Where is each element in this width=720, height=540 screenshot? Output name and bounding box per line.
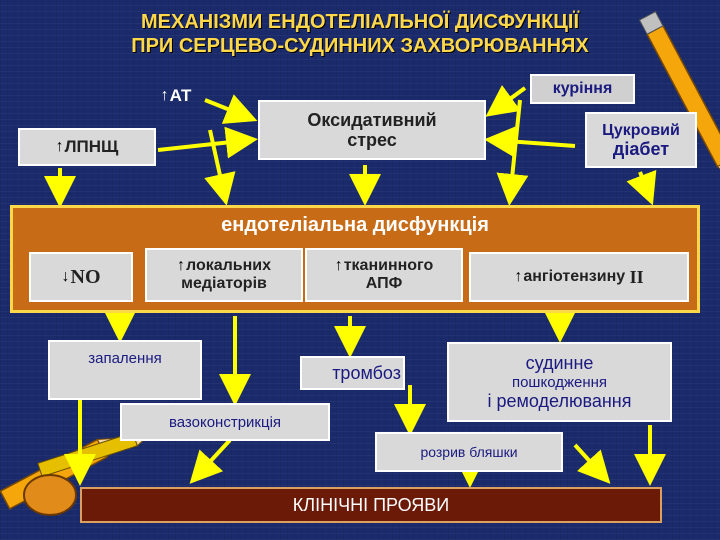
lpnshch-box: ↑ЛПНЩ: [18, 128, 156, 166]
plaque-rupture-label: розрив бляшки: [420, 444, 518, 460]
thrombosis-label: тромбоз: [332, 362, 401, 383]
arrow-lpnshch-to-stress: [157, 126, 258, 159]
tissue-ace-line-1: ↑тканинного: [335, 257, 434, 275]
vasoconstriction-label: вазоконстрикція: [168, 413, 282, 431]
clinical-manifestations-box: КЛІНІЧНІ ПРОЯВИ: [80, 487, 662, 523]
at-label: АТ: [169, 86, 192, 105]
arrow-up-icon: ↑: [514, 268, 523, 285]
tissue-ace-line-2: АПФ: [365, 275, 403, 292]
arrow-diabetes-down: [626, 169, 657, 206]
smoking-label: куріння: [552, 80, 613, 97]
vascular-damage-line-1: судинне: [525, 352, 594, 373]
pencil-icon: [638, 10, 720, 184]
arrow-up-icon: ↑: [176, 257, 185, 274]
at-box: ↑АТ: [140, 82, 212, 110]
vascular-damage-line-2: пошкодження: [511, 373, 608, 391]
diabetes-label-1: Цукровий: [602, 122, 680, 139]
arrow-diabetes-to-stress: [484, 125, 576, 158]
local-mediators-line-1: ↑локальних: [177, 257, 271, 275]
inflammation-box: запалення: [48, 340, 202, 400]
no-label: NO: [70, 265, 101, 288]
arrow-vascular-to-clinical: [573, 443, 611, 484]
tissue-ace-label: тканинного: [343, 257, 434, 274]
arrow-up-icon: ↑: [334, 257, 343, 274]
vasoconstriction-box: вазоконстрикція: [120, 403, 330, 441]
lpnshch-label: ЛПНЩ: [64, 137, 119, 156]
vascular-damage-line-3: і ремоделювання: [487, 390, 632, 411]
angiotensin-suffix: II: [629, 266, 644, 287]
arrow-smoking-down: [496, 99, 529, 206]
clinical-label: КЛІНІЧНІ ПРОЯВИ: [292, 494, 450, 515]
arrow-up-icon: ↑: [160, 87, 169, 104]
arrow-up-icon: ↑: [55, 138, 64, 155]
local-mediators-box: ↑локальних медіаторів: [145, 248, 303, 302]
no-box: ↓NO: [29, 252, 133, 302]
plaque-rupture-box: розрив бляшки: [375, 432, 563, 472]
arrow-at-down: [204, 129, 236, 206]
panel-title: ендотеліальна дисфункція: [221, 214, 489, 236]
title-line-2: ПРИ СЕРЦЕВО-СУДИННИХ ЗАХВОРЮВАННЯХ: [131, 35, 589, 57]
page-title: МЕХАНІЗМИ ЕНДОТЕЛІАЛЬНОЇ ДИСФУНКЦІЇ ПРИ …: [40, 10, 680, 58]
angiotensin-label: ангіотензину: [523, 268, 626, 285]
thrombosis-box: тромбоз: [300, 356, 405, 390]
oxidative-stress-box: Оксидативний стрес: [258, 100, 486, 160]
local-mediators-line-2: медіаторів: [181, 275, 267, 292]
smoking-box: куріння: [530, 74, 635, 104]
arrow-at-to-stress: [204, 94, 258, 124]
diabetes-box: Цукровий діабет: [585, 112, 697, 168]
diabetes-label-2: діабет: [612, 139, 670, 159]
angiotensin-box: ↑ангіотензину II: [469, 252, 689, 302]
arrow-down-icon: ↓: [61, 268, 70, 285]
local-mediators-label: локальних: [185, 257, 272, 274]
endothelial-dysfunction-panel: ендотеліальна дисфункція ↓NO ↑локальних …: [10, 205, 700, 313]
title-line-1: МЕХАНІЗМИ ЕНДОТЕЛІАЛЬНОЇ ДИСФУНКЦІЇ: [141, 11, 579, 33]
oxidative-stress-label: Оксидативний стрес: [307, 110, 437, 150]
arrow-smoking-to-stress: [485, 84, 527, 117]
vascular-damage-box: судинне пошкодження і ремоделювання: [447, 342, 672, 422]
tissue-ace-box: ↑тканинного АПФ: [305, 248, 463, 302]
arrow-vasoconstriction-to-clinical: [189, 438, 232, 484]
sharpener-shape: [23, 474, 77, 516]
inflammation-label: запалення: [88, 350, 162, 367]
